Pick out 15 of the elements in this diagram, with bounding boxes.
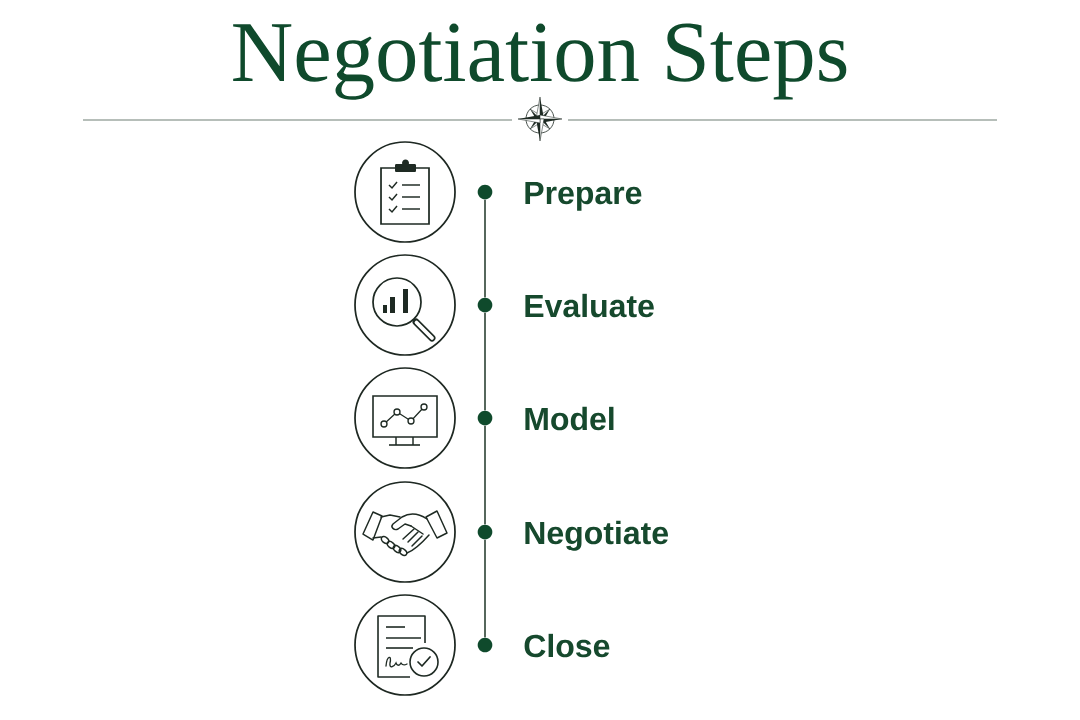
step-label: Negotiate <box>525 520 668 551</box>
step-label: Evaluate <box>525 293 654 318</box>
timeline-dot <box>477 637 493 653</box>
timeline-line <box>484 538 486 639</box>
timeline-dot <box>477 410 493 426</box>
timeline-dot <box>477 184 493 200</box>
timeline-dot <box>477 297 493 313</box>
timeline-dot <box>477 524 493 540</box>
step-label: Prepare <box>525 182 642 211</box>
timeline-line <box>484 424 486 526</box>
timeline-line <box>484 311 486 412</box>
timeline-line <box>484 198 486 299</box>
step-label: Close <box>524 633 610 658</box>
step-label: Model <box>525 406 614 431</box>
title: Negotiation Steps <box>233 23 847 100</box>
